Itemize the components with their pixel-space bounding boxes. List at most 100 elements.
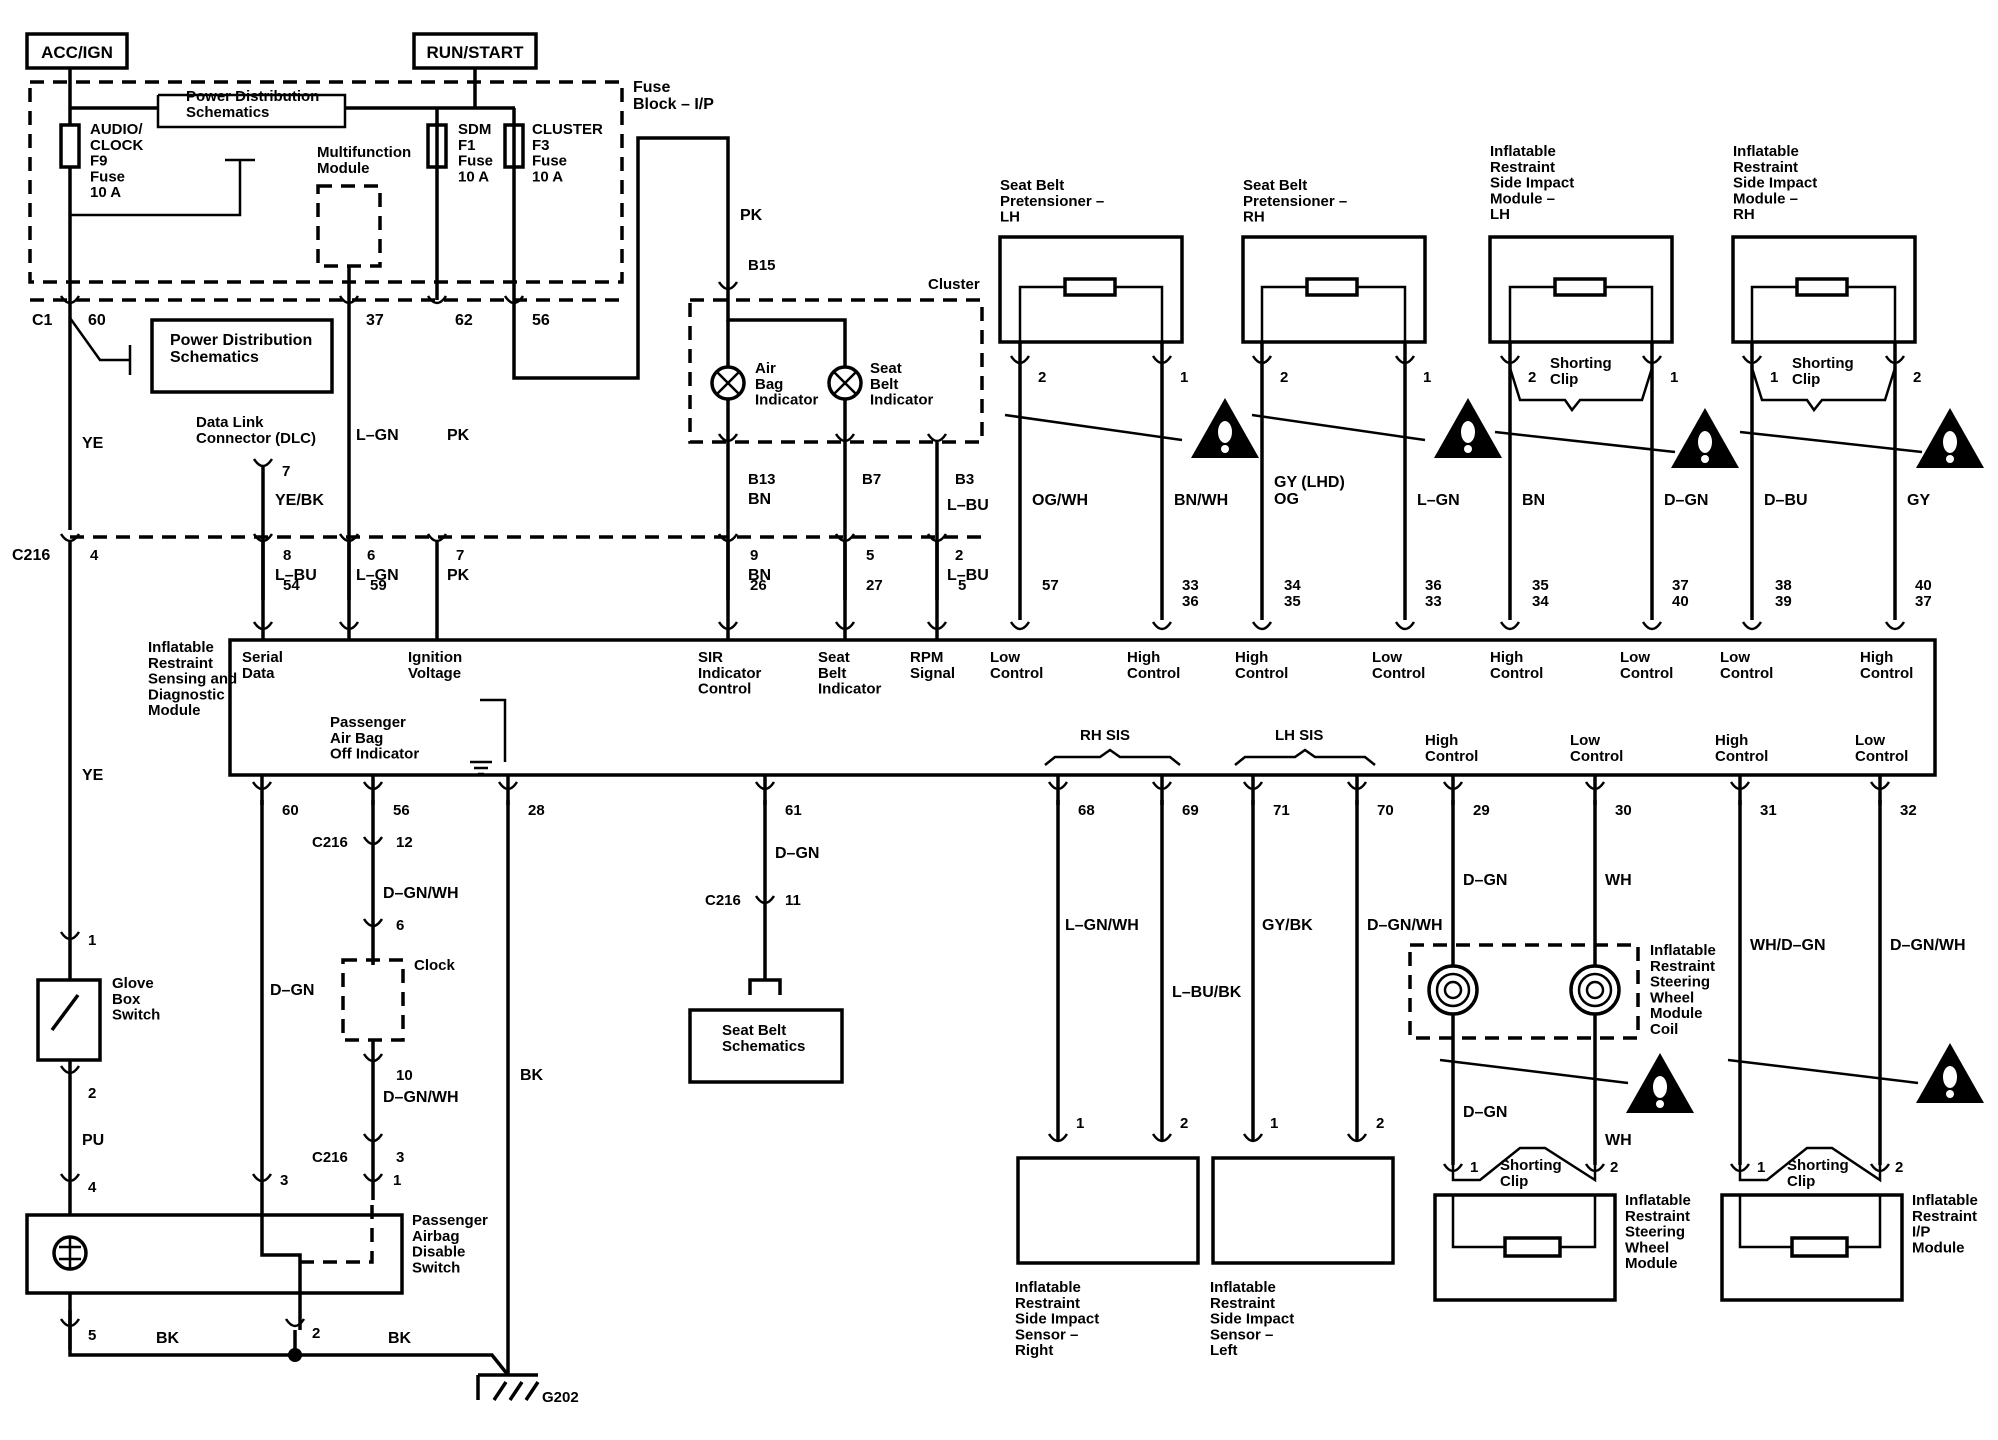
svg-text:6: 6 (367, 547, 375, 564)
connector-pin (1151, 355, 1173, 365)
svg-text:C216: C216 (705, 892, 741, 909)
svg-text:7: 7 (282, 463, 290, 480)
sdm-bottom-pin: 60 (282, 802, 299, 819)
svg-text:L–GN: L–GN (356, 427, 399, 444)
connector-pin (1442, 1163, 1464, 1173)
connector-pin (1047, 1133, 1069, 1143)
squib-icon (1503, 1236, 1562, 1258)
svg-text:YE/BK: YE/BK (275, 492, 324, 509)
svg-text:D–GN: D–GN (1463, 872, 1507, 889)
connector-pin (59, 1318, 81, 1328)
svg-text:3: 3 (396, 1149, 404, 1166)
connector-pin (1884, 621, 1906, 631)
connector-pin (1242, 1133, 1264, 1143)
connector-pin (284, 1318, 306, 1328)
svg-text:60: 60 (88, 312, 106, 329)
power-dist-box-lower (150, 318, 334, 394)
connector-pin (1729, 1163, 1751, 1173)
svg-text:1: 1 (1076, 1115, 1084, 1132)
wire-color: BN (1522, 492, 1545, 509)
svg-text:10: 10 (396, 1067, 413, 1084)
svg-text:WH/D–GN: WH/D–GN (1750, 937, 1826, 954)
svg-text:1: 1 (88, 932, 96, 949)
passenger-airbag-disable-switch (25, 1213, 404, 1295)
svg-text:D–GN/WH: D–GN/WH (383, 1089, 459, 1106)
connector-pin (426, 533, 448, 543)
wire-color: D–GN (1664, 492, 1708, 509)
connector-pin (717, 433, 739, 443)
svg-text:GY/BK: GY/BK (1262, 917, 1313, 934)
svg-text:YE: YE (82, 767, 104, 784)
pk-wire-cluster (512, 136, 730, 380)
svg-text:4: 4 (88, 1179, 97, 1196)
sdm-bottom-pin: 32 (1900, 802, 1917, 819)
connector-pin (1869, 1163, 1891, 1173)
connector-pin (1009, 355, 1031, 365)
pin-number: 2 (1280, 369, 1288, 386)
wire-color: D–BU (1764, 492, 1808, 509)
svg-text:BK: BK (520, 1067, 544, 1084)
squib-icon (1553, 277, 1607, 297)
connector-pin (1584, 1163, 1606, 1173)
connector-pin (59, 295, 81, 305)
svg-text:C216: C216 (312, 834, 348, 851)
connector-pin (1884, 355, 1906, 365)
cluster-label: Cluster (928, 276, 980, 293)
connector-pin (59, 1065, 81, 1075)
connector-pin (362, 1053, 384, 1063)
svg-text:PK: PK (447, 427, 470, 444)
svg-text:5: 5 (866, 547, 874, 564)
connector-pin (1641, 355, 1663, 365)
svg-text:D–GN/WH: D–GN/WH (383, 885, 459, 902)
clock-module (341, 958, 405, 1042)
sdm-pin: 26 (750, 577, 767, 594)
svg-text:C216: C216 (312, 1149, 348, 1166)
seat-belt-schematics-box (688, 1008, 844, 1084)
svg-text:D–GN: D–GN (1463, 1104, 1507, 1121)
connector-pin (754, 895, 776, 905)
warning-group (1191, 398, 1984, 1113)
svg-text:D–GN: D–GN (270, 982, 314, 999)
sdm-bottom-pin: 70 (1377, 802, 1394, 819)
svg-text:2: 2 (1610, 1159, 1618, 1176)
squib-icon (1063, 277, 1117, 297)
connector-pin (1009, 621, 1031, 631)
squib-icon (1305, 277, 1359, 297)
sdm-bottom-pin: 61 (785, 802, 802, 819)
svg-text:YE: YE (82, 435, 104, 452)
ground-symbol-sdm (470, 698, 507, 776)
sdm-bottom-pin: 68 (1078, 802, 1095, 819)
sdm-bottom-pin: 28 (528, 802, 545, 819)
pin-number: 1 (1770, 369, 1778, 386)
c216-label: C216 (12, 547, 50, 564)
svg-text:L–BU: L–BU (947, 567, 989, 584)
